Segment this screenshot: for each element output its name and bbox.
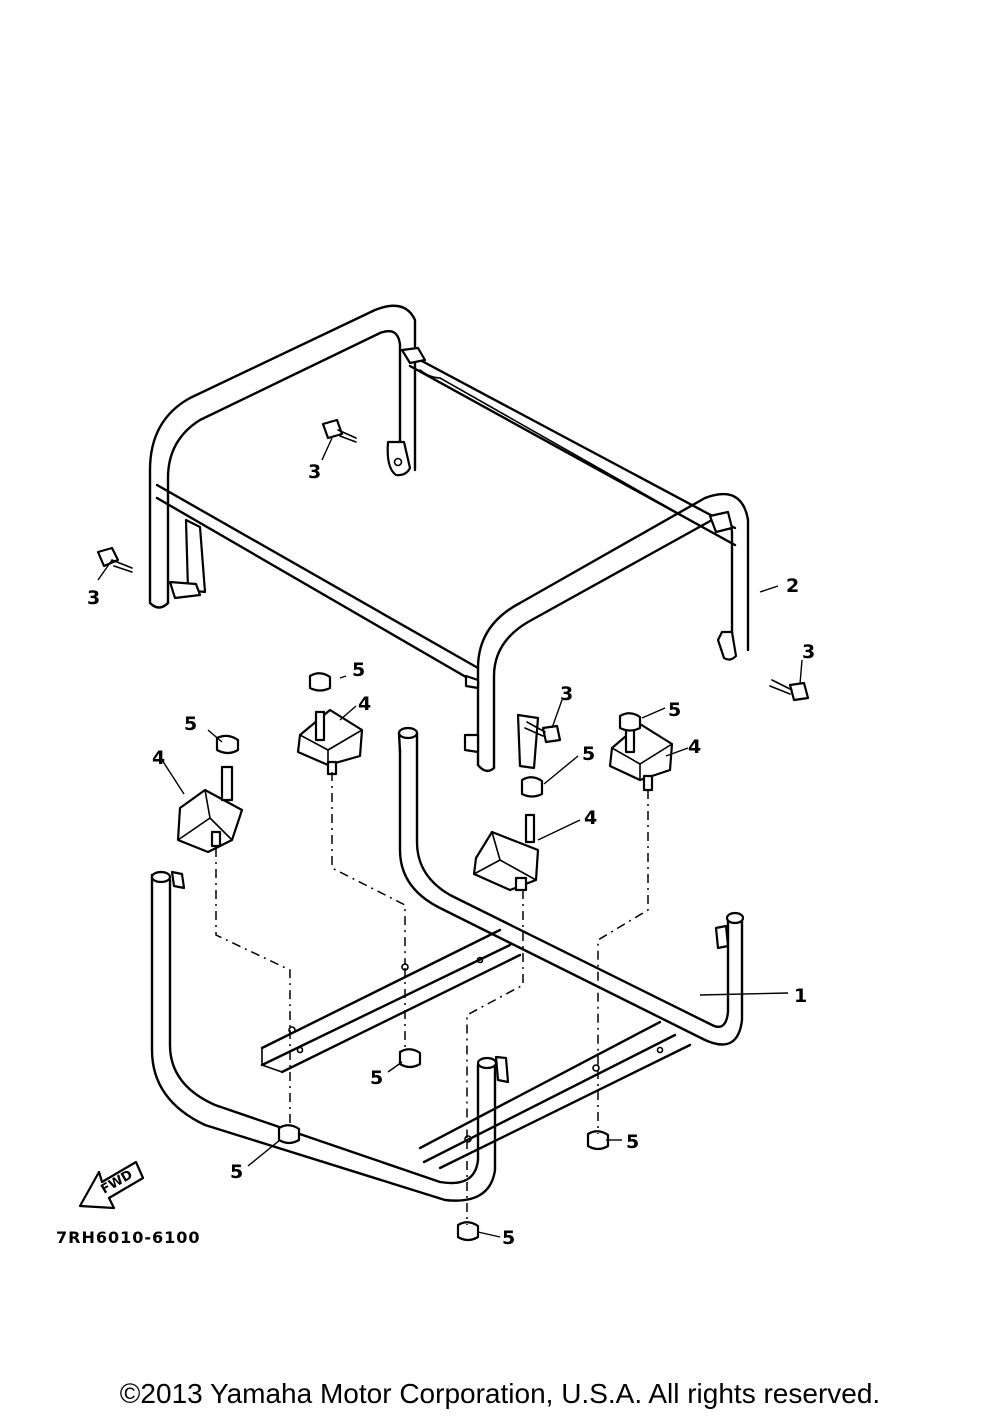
damper-upper <box>296 672 364 776</box>
callout-5-upper: 5 <box>352 659 365 681</box>
callout-4-left: 4 <box>152 747 165 769</box>
callout-5-lower-right: 5 <box>626 1131 639 1153</box>
callout-5-bottom: 5 <box>502 1227 515 1249</box>
lower-frame <box>150 726 745 1202</box>
nut-lower-left <box>277 1124 301 1145</box>
callout-5-lower-center: 5 <box>370 1067 383 1089</box>
fwd-arrow-icon: FWD <box>78 1160 145 1210</box>
callout-1: 1 <box>794 985 807 1007</box>
callout-5-center: 5 <box>582 743 595 765</box>
callouts: 2 1 3 3 3 3 5 5 4 4 4 4 5 5 5 5 5 5 <box>87 461 815 1249</box>
drawing-code: 7RH6010-6100 <box>56 1228 201 1247</box>
leader-lines <box>97 437 803 1238</box>
callout-3-right: 3 <box>802 641 815 663</box>
upper-frame <box>148 304 750 773</box>
bolt-right <box>769 679 810 702</box>
assembly-lines <box>215 772 649 1225</box>
copyright-notice: ©2013 Yamaha Motor Corporation, U.S.A. A… <box>119 1378 881 1409</box>
damper-left <box>176 734 244 854</box>
nut-lower-bottom <box>456 1221 480 1242</box>
callout-3-middle: 3 <box>560 683 573 705</box>
callout-5-right: 5 <box>668 699 681 721</box>
callout-3-left: 3 <box>87 587 100 609</box>
callout-2: 2 <box>786 575 799 597</box>
bolt-upper-back <box>321 418 357 443</box>
callout-3-back: 3 <box>308 461 321 483</box>
nut-lower-right <box>586 1130 610 1151</box>
callout-4-upper: 4 <box>358 693 371 715</box>
callout-4-right: 4 <box>688 736 701 758</box>
damper-right <box>608 712 674 792</box>
callout-4-center: 4 <box>584 807 597 829</box>
callout-5-lower-left: 5 <box>230 1161 243 1183</box>
nut-lower-center <box>398 1048 422 1069</box>
damper-center <box>472 776 544 892</box>
bolt-upper-left <box>96 546 133 573</box>
callout-5-left: 5 <box>184 713 197 735</box>
